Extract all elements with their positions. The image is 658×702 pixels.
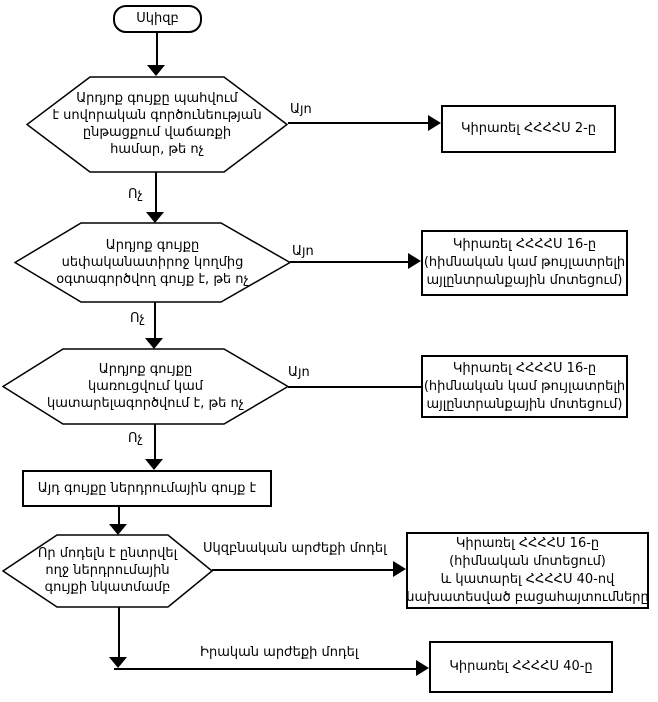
result-box-1-line: Կիրառել ՀՀՀՀՍ 2-ը <box>460 121 597 136</box>
no-label-3: Ոչ <box>128 431 143 446</box>
decision-2-shape <box>14 222 291 303</box>
fair-value-branch-label: Իրական արժեքի մոդել <box>200 645 359 660</box>
decision-1-line: ընթացքում վաճառքի <box>82 124 232 140</box>
start-node-label: Սկիզբ <box>136 11 179 26</box>
connector-process-d4 <box>118 507 120 526</box>
decision-3-line: կառուցվում կամ <box>87 378 204 394</box>
yes-label-3: Այո <box>288 365 310 380</box>
decision-1-line: համար, թե ոչ <box>110 141 204 157</box>
connector-d3-r3 <box>288 386 422 388</box>
result-box-2: Կիրառել ՀՀՀՀՍ 16-ը (հիմնական կամ թույլատ… <box>421 230 628 296</box>
result-box-2-line: (հիմնական կամ թույլատրելի <box>423 255 626 270</box>
result-box-4-line: (հիմնական մոտեցում) <box>449 553 606 569</box>
decision-3-text: Արդյոք գույքը կառուցվում կամ կատարելագոր… <box>2 348 289 424</box>
result-box-3-line: (հիմնական կամ թույլատրելի <box>423 378 626 394</box>
connector-d2-d3 <box>154 302 156 341</box>
decision-4-text: Որ մոդելն է ընտրվել ողջ ներդրումային գու… <box>2 534 213 606</box>
result-box-5-line: Կիրառել ՀՀՀՀՍ 40-ը <box>449 659 593 674</box>
connector-d4-r4 <box>212 569 393 571</box>
result-box-4: Կիրառել ՀՀՀՀՍ 16-ը (հիմնական մոտեցում) և… <box>406 532 649 609</box>
no-label-1: Ոչ <box>128 187 143 202</box>
decision-1-text: Արդյոք գույքը պահվում է սովորական գործու… <box>26 76 288 171</box>
connector-d1-d2 <box>155 172 157 213</box>
decision-1-line: Արդյոք գույքը պահվում <box>76 90 238 106</box>
decision-4-line: գույքի նկատմամբ <box>44 579 171 595</box>
process-box-label: Այդ գույքը ներդրումային գույք է <box>37 480 257 496</box>
connector-start-d1 <box>156 33 158 67</box>
arrowhead-process-d4 <box>109 524 127 535</box>
arrowhead-d1-r1 <box>428 115 441 131</box>
arrowhead-d2-r2 <box>408 253 421 269</box>
arrowhead-d4-r4 <box>393 561 406 577</box>
result-box-3-line: Կիրառել ՀՀՀՀՍ 16-ը <box>452 360 597 376</box>
cost-model-branch-label: Սկզբնական արժեքի մոդել <box>203 541 387 556</box>
connector-d1-r1 <box>288 122 429 124</box>
decision-2-line: Արդյոք գույքը <box>105 237 200 253</box>
arrowhead-d4-down <box>109 657 127 668</box>
arrowhead-d2-d3 <box>145 338 163 349</box>
decision-1-line: է սովորական գործունեության <box>52 107 262 123</box>
connector-d3-process <box>154 424 156 462</box>
result-box-4-line: և կատարել ՀՀՀՀՍ 40-ով <box>440 571 615 587</box>
arrowhead-d3-process <box>145 459 163 470</box>
decision-3-line: կատարելագործվում է, թե ոչ <box>47 395 244 411</box>
decision-1-shape <box>26 76 288 173</box>
arrowhead-d1-d2 <box>146 212 164 223</box>
start-node: Սկիզբ <box>113 5 202 33</box>
decision-3-line: Արդյոք գույքը <box>98 361 193 377</box>
connector-d2-r2 <box>290 261 409 263</box>
result-box-5: Կիրառել ՀՀՀՀՍ 40-ը <box>429 641 613 693</box>
result-box-3-line: այլընտրանքային մոտեցում) <box>426 396 623 412</box>
result-box-3: Կիրառել ՀՀՀՀՍ 16-ը (հիմնական կամ թույլատ… <box>421 355 628 418</box>
decision-3-shape <box>2 348 289 425</box>
decision-2-line: սեփականատիրոջ կողմից <box>61 254 244 270</box>
result-box-4-line: նախատեսված բացահայտումները <box>406 589 649 605</box>
decision-4-line: ողջ ներդրումային <box>45 562 170 578</box>
arrowhead-d4-r5 <box>416 660 429 676</box>
connector-d4-down <box>118 607 120 658</box>
result-box-2-line: Կիրառել ՀՀՀՀՍ 16-ը <box>452 237 597 252</box>
decision-2-line: օգտագործվող գույք է, թե ոչ <box>56 271 249 287</box>
decision-4-line: Որ մոդելն է ընտրվել <box>37 545 178 561</box>
yes-label-2: Այո <box>292 244 314 259</box>
result-box-1: Կիրառել ՀՀՀՀՍ 2-ը <box>441 105 616 153</box>
decision-2-text: Արդյոք գույքը սեփականատիրոջ կողմից օգտագ… <box>14 222 291 302</box>
connector-d4-r5 <box>114 668 416 670</box>
yes-label-1: Այո <box>290 102 312 117</box>
result-box-2-line: այլընտրանքային մոտեցում) <box>426 273 623 288</box>
process-box: Այդ գույքը ներդրումային գույք է <box>22 470 272 507</box>
arrowhead-start-d1 <box>147 65 165 76</box>
decision-4-shape <box>2 534 213 608</box>
result-box-4-line: Կիրառել ՀՀՀՀՍ 16-ը <box>455 535 600 551</box>
no-label-2: Ոչ <box>130 311 145 326</box>
